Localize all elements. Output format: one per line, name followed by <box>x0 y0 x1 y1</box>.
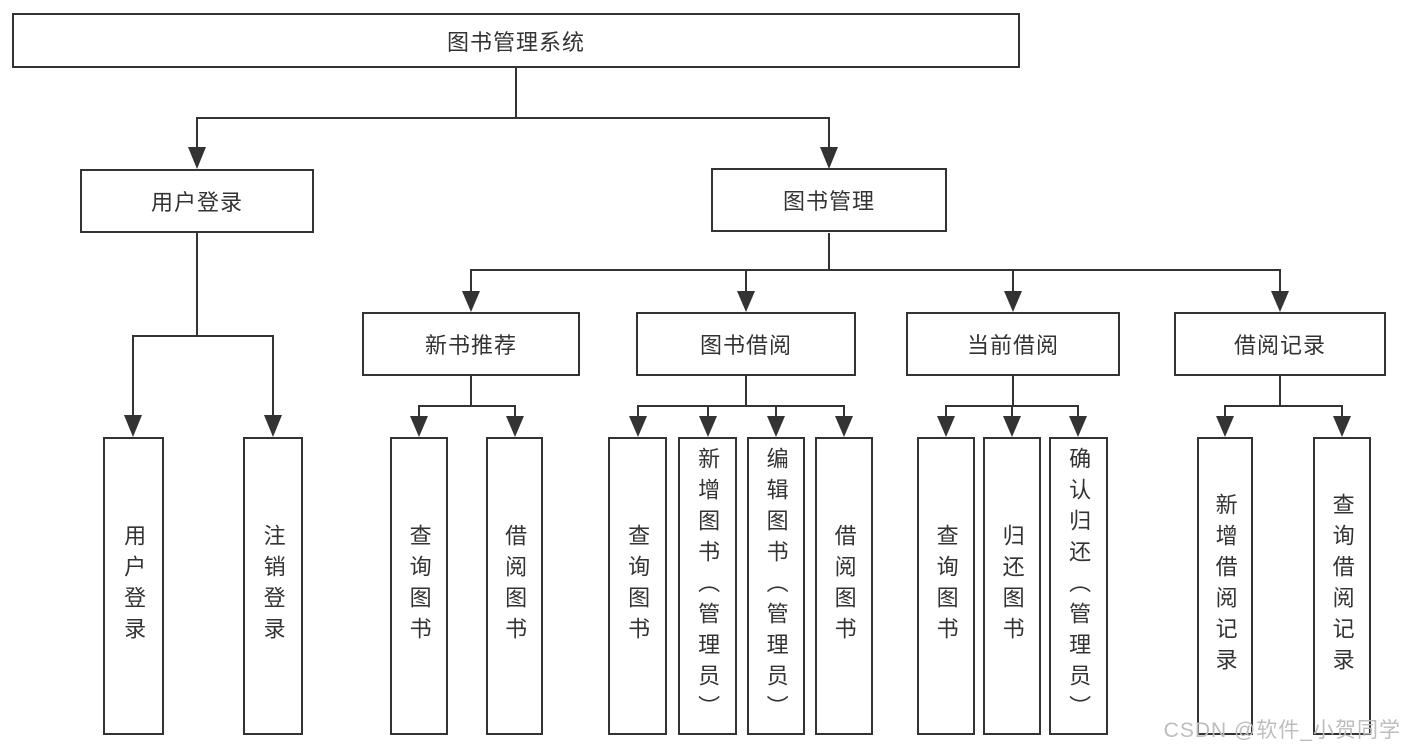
leaf-borrow-books-2: 借阅图书 <box>815 437 873 735</box>
leaf-query-borrow-record-label: 查询借阅记录 <box>1329 493 1355 679</box>
leaf-return-books: 归还图书 <box>983 437 1041 735</box>
node-book-borrow-label: 图书借阅 <box>699 333 792 358</box>
node-current-borrow: 当前借阅 <box>906 312 1120 376</box>
leaf-confirm-return-admin: 确认归还（管理员） <box>1049 437 1108 735</box>
node-book-management-label: 图书管理 <box>782 189 875 214</box>
leaf-return-books-label: 归还图书 <box>999 524 1025 648</box>
leaf-logout-label: 注销登录 <box>260 524 286 648</box>
connector-current-borrow-group <box>937 376 1087 437</box>
node-borrow-record: 借阅记录 <box>1174 312 1386 376</box>
connector-new-book-group <box>410 376 524 437</box>
leaf-add-books-admin: 新增图书（管理员） <box>678 437 737 735</box>
node-user-login-label: 用户登录 <box>150 190 243 215</box>
leaf-user-login-label: 用户登录 <box>121 524 147 648</box>
node-new-book-recommend: 新书推荐 <box>362 312 580 376</box>
node-current-borrow-label: 当前借阅 <box>966 333 1059 358</box>
leaf-query-books-2: 查询图书 <box>608 437 667 735</box>
leaf-edit-books-admin-label: 编辑图书（管理员） <box>763 446 789 726</box>
leaf-borrow-books-1: 借阅图书 <box>486 437 543 735</box>
connector-root-to-level2 <box>188 68 838 169</box>
node-borrow-record-label: 借阅记录 <box>1233 333 1326 358</box>
leaf-borrow-books-2-label: 借阅图书 <box>831 524 857 648</box>
leaf-query-books-1: 查询图书 <box>390 437 448 735</box>
leaf-logout: 注销登录 <box>243 437 303 735</box>
leaf-add-borrow-record-label: 新增借阅记录 <box>1212 493 1238 679</box>
connector-book-borrow-group <box>629 376 853 437</box>
node-book-borrow: 图书借阅 <box>636 312 856 376</box>
node-library-system-label: 图书管理系统 <box>446 29 585 55</box>
connector-book-management-to-level3 <box>462 233 1289 312</box>
leaf-query-books-3-label: 查询图书 <box>933 524 959 648</box>
leaf-query-borrow-record: 查询借阅记录 <box>1313 437 1371 735</box>
csdn-watermark: CSDN @软件_小贺同学 <box>1163 719 1401 742</box>
leaf-add-borrow-record: 新增借阅记录 <box>1197 437 1253 735</box>
node-new-book-recommend-label: 新书推荐 <box>424 333 517 358</box>
leaf-query-books-3: 查询图书 <box>917 437 975 735</box>
node-book-management: 图书管理 <box>711 168 947 232</box>
leaf-add-books-admin-label: 新增图书（管理员） <box>695 446 721 726</box>
leaf-user-login: 用户登录 <box>103 437 164 735</box>
node-user-login: 用户登录 <box>80 169 314 233</box>
leaf-borrow-books-1-label: 借阅图书 <box>502 524 528 648</box>
leaf-query-books-2-label: 查询图书 <box>625 524 651 648</box>
connector-user-login-group <box>124 233 282 437</box>
leaf-edit-books-admin: 编辑图书（管理员） <box>747 437 805 735</box>
node-library-system: 图书管理系统 <box>12 13 1020 68</box>
connector-borrow-record-group <box>1216 376 1351 437</box>
leaf-confirm-return-admin-label: 确认归还（管理员） <box>1066 446 1092 726</box>
leaf-query-books-1-label: 查询图书 <box>406 524 432 648</box>
